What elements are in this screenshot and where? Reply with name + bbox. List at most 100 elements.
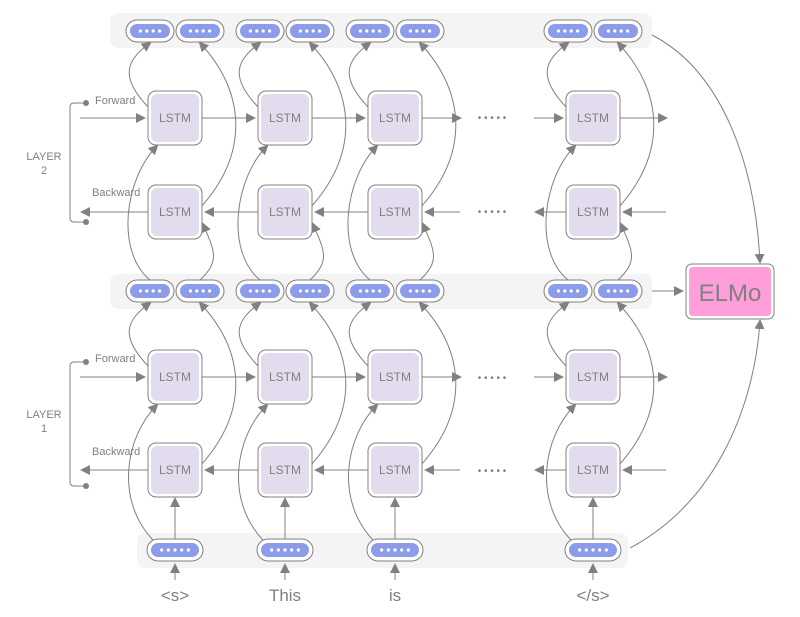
embedding-input-3-dot: [584, 548, 588, 552]
embedding-l2-fwd-1-dot: [248, 29, 252, 33]
curve-l2f-out-1: [238, 41, 262, 109]
embedding-l2-fwd-1-dot: [268, 29, 272, 33]
embedding-l1-fwd-3-dot: [563, 289, 567, 293]
embedding-l1-fwd-2-dot: [378, 289, 382, 293]
curve-l1b-out-3: [616, 301, 655, 466]
embedding-l1-bwd-3-dot: [619, 289, 623, 293]
embedding-l2-bwd-2-dot: [421, 29, 425, 33]
embedding-l2-fwd-0-dot: [145, 29, 149, 33]
embedding-l1-fwd-0-fill: [130, 284, 170, 298]
lstm-l1-backward-1-label: LSTM: [269, 463, 301, 477]
embedding-l1-fwd-1-dot: [248, 289, 252, 293]
lstm-l1-backward-1-fill: [261, 446, 309, 494]
embedding-l2-bwd-1-dot: [318, 29, 322, 33]
lstm-l2-forward-3-label: LSTM: [577, 111, 609, 125]
bracket-dot-top-layer2: [83, 100, 89, 106]
embedding-input-0-dot: [160, 548, 164, 552]
embedding-input-3-dot: [591, 548, 595, 552]
embedding-l1-bwd-0-dot: [195, 289, 199, 293]
bracket-dot-top-layer1: [83, 359, 89, 365]
lstm-l2-backward-0-label: LSTM: [159, 205, 191, 219]
embedding-input-1-dot: [283, 548, 287, 552]
embedding-l2-fwd-3-dot: [576, 29, 580, 33]
embedding-input-2-dot: [400, 548, 404, 552]
embedding-l2-bwd-1-dot: [311, 29, 315, 33]
embedding-l1-bwd-1-dot: [305, 289, 309, 293]
lstm-l2-forward-1-label: LSTM: [269, 111, 301, 125]
lstm-l1-forward-1-label: LSTM: [269, 370, 301, 384]
layer2-number: 2: [41, 165, 47, 177]
lstm-l2-forward-2-fill: [371, 94, 419, 142]
curve-l1f-out-0: [128, 301, 152, 368]
lstm-l1-backward-0-label: LSTM: [159, 463, 191, 477]
embedding-l2-fwd-3-dot: [563, 29, 567, 33]
lstm-l2-backward-0-fill: [151, 188, 199, 236]
ellipsis-l1-fwd: • • • • •: [478, 373, 507, 384]
layer1-label: LAYER: [26, 409, 61, 421]
embedding-l2-bwd-3-dot: [626, 29, 630, 33]
embedding-l2-fwd-0-dot: [138, 29, 142, 33]
curve-l1b-out-2: [418, 301, 457, 466]
embedding-input-2-dot: [386, 548, 390, 552]
lstm-l1-backward-2-fill: [371, 446, 419, 494]
embedding-l1-bwd-0-dot: [208, 289, 212, 293]
embedding-l2-bwd-3-dot: [619, 29, 623, 33]
embedding-input-1-dot: [296, 548, 300, 552]
curve-mid-to-l2f-1: [237, 144, 269, 281]
embedding-l1-fwd-2-fill: [350, 284, 390, 298]
curve-l2b-out-3: [616, 41, 655, 208]
bracket-layer2: [69, 102, 86, 223]
embedding-l2-fwd-0-dot: [151, 29, 155, 33]
lstm-l2-forward-3-fill: [569, 94, 617, 142]
lstm-l2-forward-0-fill: [151, 94, 199, 142]
curve-mid-to-l2f-2: [347, 144, 379, 281]
curve-l2f-out-3: [546, 41, 570, 109]
token-s-start: <s>: [161, 586, 189, 605]
ellipsis-l1-bwd: • • • • •: [478, 466, 507, 477]
curve-l1b-out-0: [198, 301, 237, 466]
curve-l2b-out-2: [418, 41, 457, 208]
embedding-input-3-dot: [604, 548, 608, 552]
ellipsis-l2-bwd: • • • • •: [478, 207, 507, 218]
curve-mid-to-l2f-3: [545, 144, 577, 281]
embedding-l2-fwd-3-dot: [556, 29, 561, 33]
lstm-l2-forward-0-label: LSTM: [159, 111, 191, 125]
layer1-forward-label: Forward: [95, 353, 135, 365]
embedding-l1-fwd-2-dot: [371, 289, 375, 293]
bracket-dot-bottom-layer1: [83, 483, 89, 489]
lstm-l2-forward-1-fill: [261, 94, 309, 142]
embedding-l1-bwd-1-fill: [290, 284, 330, 298]
lstm-l2-backward-2-label: LSTM: [379, 205, 411, 219]
embedding-l1-bwd-0-fill: [180, 284, 220, 298]
lstm-l1-forward-2-label: LSTM: [379, 370, 411, 384]
embedding-l2-fwd-0-fill: [130, 24, 170, 38]
embedding-input-0-dot: [180, 548, 184, 552]
curve-mid-to-l2b-0: [199, 222, 214, 281]
embedding-l1-fwd-3-fill: [548, 284, 588, 298]
embedding-l2-bwd-0-dot: [195, 29, 199, 33]
curve-l1f-out-1: [238, 301, 262, 368]
input-to-elmo-arrow: [629, 319, 765, 549]
embedding-l2-fwd-0-dot: [158, 29, 162, 33]
embedding-l2-fwd-1-dot: [261, 29, 265, 33]
curve-l1b-out-1: [308, 301, 347, 466]
embedding-l1-bwd-1-dot: [318, 289, 322, 293]
embedding-l1-bwd-3-dot: [606, 289, 611, 293]
lstm-l2-backward-1-fill: [261, 188, 309, 236]
curve-l1f-out-3: [546, 301, 570, 368]
embedding-l2-bwd-1-dot: [305, 29, 309, 33]
embedding-l2-bwd-2-dot: [428, 29, 432, 33]
token-this: This: [269, 586, 301, 605]
lstm-l2-backward-2-fill: [371, 188, 419, 236]
curve-l2b-out-0: [198, 41, 237, 208]
embedding-input-0-dot: [186, 548, 190, 552]
embedding-l2-fwd-2-dot: [358, 29, 362, 33]
lstm-l2-backward-3-fill: [569, 188, 617, 236]
curve-l1f-out-2: [348, 301, 372, 368]
embedding-l1-fwd-3-dot: [569, 289, 573, 293]
lstm-l1-forward-3-fill: [569, 353, 617, 401]
embedding-l1-fwd-1-dot: [255, 289, 259, 293]
embedding-input-2-dot: [380, 548, 384, 552]
curve-l2f-out-2: [348, 41, 372, 109]
